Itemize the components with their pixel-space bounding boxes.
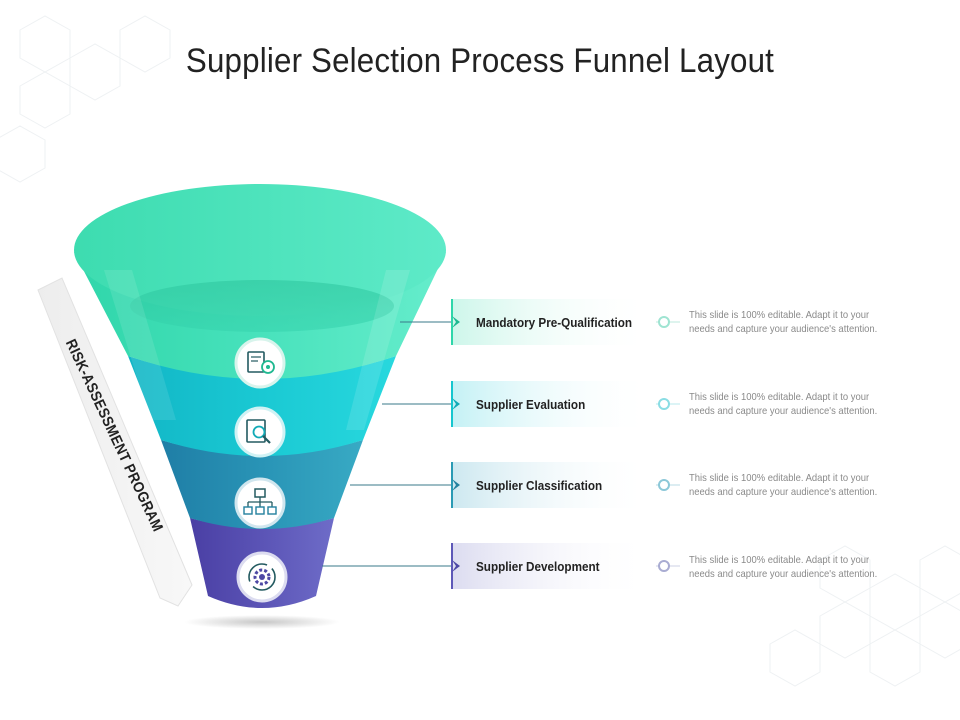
stage-label-1: Mandatory Pre-Qualification: [476, 315, 633, 330]
funnel-inner: [130, 280, 394, 332]
risk-assessment-banner-arrow: [37, 277, 193, 607]
stage-label-3: Supplier Classification: [476, 478, 603, 493]
stage-box-3: [452, 462, 652, 508]
pointer-1: [452, 316, 460, 328]
marker-circle-3: [658, 479, 670, 491]
page-title: Supplier Selection Process Funnel Layout: [185, 42, 775, 80]
stage-description-3-line-1: This slide is 100% editable. Adapt it to…: [689, 472, 870, 484]
stage-description-1-line-2: needs and capture your audience's attent…: [689, 323, 878, 335]
hierarchy-icon: [234, 477, 286, 529]
funnel-shadow: [184, 615, 340, 629]
gear-cycle-icon: [236, 551, 288, 603]
stage-description-2-line-1: This slide is 100% editable. Adapt it to…: [689, 391, 870, 403]
stage-description-2-line-2: needs and capture your audience's attent…: [689, 405, 878, 417]
funnel-rim: [74, 184, 446, 316]
stage-description-4: This slide is 100% editable. Adapt it to…: [689, 553, 905, 581]
marker-circle-1: [658, 316, 670, 328]
marker-circle-2: [658, 398, 670, 410]
pointer-4: [452, 560, 460, 572]
stage-description-2: This slide is 100% editable. Adapt it to…: [689, 390, 905, 418]
stage-description-3-line-2: needs and capture your audience's attent…: [689, 486, 878, 498]
stage-description-1-line-1: This slide is 100% editable. Adapt it to…: [689, 309, 870, 321]
pointer-2: [452, 398, 460, 410]
stage-description-1: This slide is 100% editable. Adapt it to…: [689, 308, 905, 336]
stage-label-2: Supplier Evaluation: [476, 397, 586, 412]
funnel-stage-2: [128, 356, 396, 456]
document-search-icon: [234, 406, 286, 458]
stage-description-4-line-1: This slide is 100% editable. Adapt it to…: [689, 554, 870, 566]
stage-description-4-line-2: needs and capture your audience's attent…: [689, 568, 878, 580]
stage-box-4: [452, 543, 652, 589]
settings-document-icon: [234, 337, 286, 389]
pointer-3: [452, 479, 460, 491]
stage-label-4: Supplier Development: [476, 559, 600, 574]
stage-box-2: [452, 381, 652, 427]
stage-box-1: [452, 299, 652, 345]
stage-description-3: This slide is 100% editable. Adapt it to…: [689, 471, 905, 499]
marker-circle-4: [658, 560, 670, 572]
